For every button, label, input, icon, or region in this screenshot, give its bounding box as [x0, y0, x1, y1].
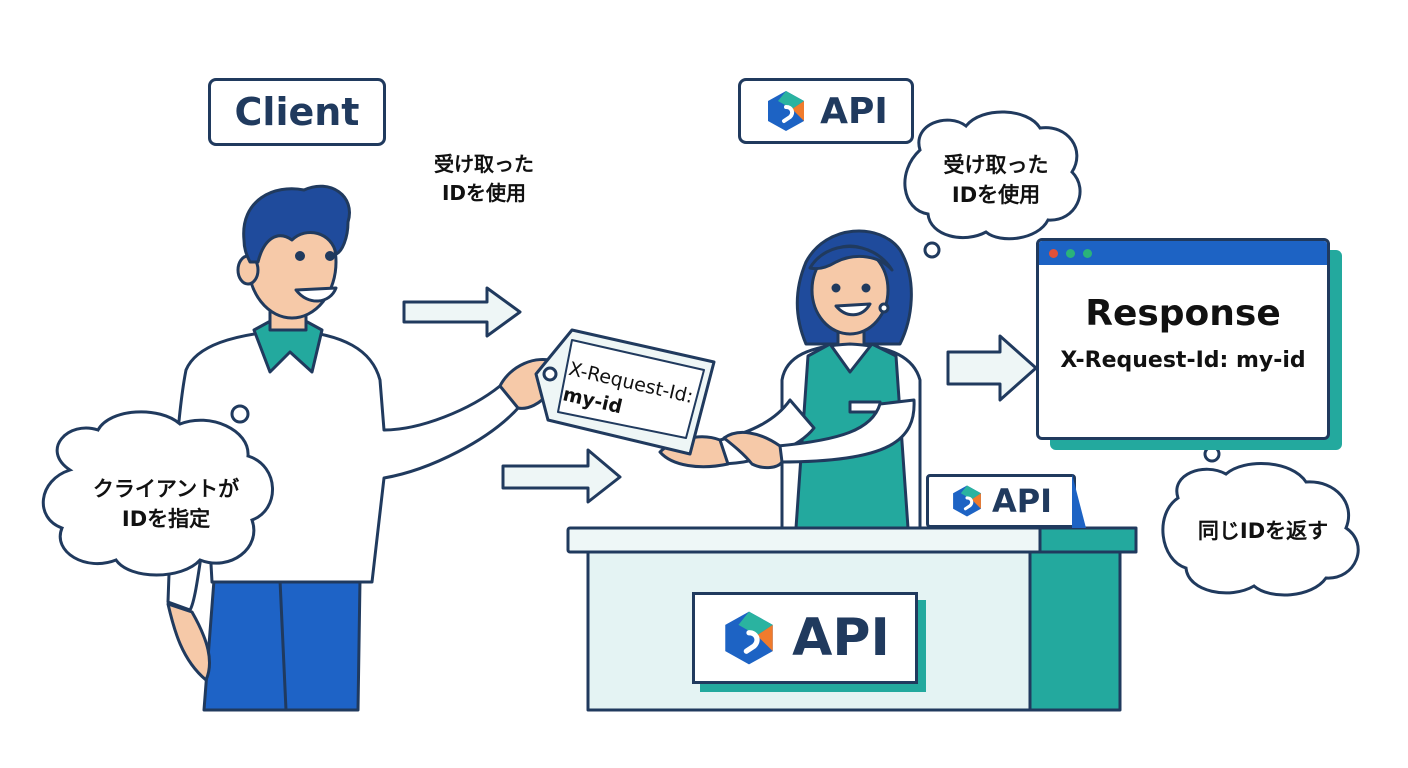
- client-illustration: [166, 184, 564, 712]
- api-logo-icon: [953, 485, 981, 517]
- desk-sign-text: API: [991, 482, 1053, 520]
- staff-bubble-text: 受け取った IDを使用: [906, 150, 1086, 210]
- window-dot-green: [1066, 248, 1075, 258]
- arrow-right-icon: [946, 334, 1038, 402]
- window-dot-green-2: [1083, 248, 1092, 258]
- api-logo-icon: [725, 611, 773, 665]
- arrow-right-icon: [501, 448, 622, 504]
- client-bubble-line-1: クライアントが: [92, 477, 240, 501]
- response-title: Response: [1085, 293, 1281, 334]
- top-note-line-2: IDを使用: [441, 181, 527, 205]
- thought-bubble-icon: [41, 404, 274, 577]
- window-dot-red: [1049, 248, 1058, 258]
- request-id-tag: [534, 328, 716, 456]
- staff-bubble-line-2: IDを使用: [951, 183, 1041, 207]
- api-label: API: [738, 78, 914, 144]
- staff-bubble-line-1: 受け取った: [943, 153, 1049, 177]
- counter-panel: API: [692, 592, 918, 684]
- client-bubble-text: クライアントが IDを指定: [66, 474, 266, 534]
- staff-illustration: [658, 229, 922, 530]
- client-bubble-line-2: IDを指定: [121, 507, 211, 531]
- response-window: Response X-Request-Id: my-id: [1036, 238, 1330, 440]
- window-titlebar: [1039, 241, 1327, 265]
- thought-bubble-icon: [903, 110, 1082, 259]
- api-label-text: API: [820, 90, 888, 132]
- response-header-line: X-Request-Id: my-id: [1060, 348, 1306, 373]
- counter-panel-text: API: [792, 608, 890, 668]
- desk-sign: API: [926, 474, 1076, 528]
- response-bubble-text: 同じIDを返す: [1168, 516, 1358, 546]
- client-label-text: Client: [234, 90, 360, 134]
- top-note: 受け取った IDを使用: [404, 150, 564, 208]
- api-logo-icon: [768, 91, 805, 131]
- response-bubble-line: 同じIDを返す: [1197, 519, 1329, 543]
- client-label: Client: [208, 78, 386, 146]
- top-note-line-1: 受け取った: [434, 152, 534, 176]
- arrow-right-icon: [402, 286, 522, 338]
